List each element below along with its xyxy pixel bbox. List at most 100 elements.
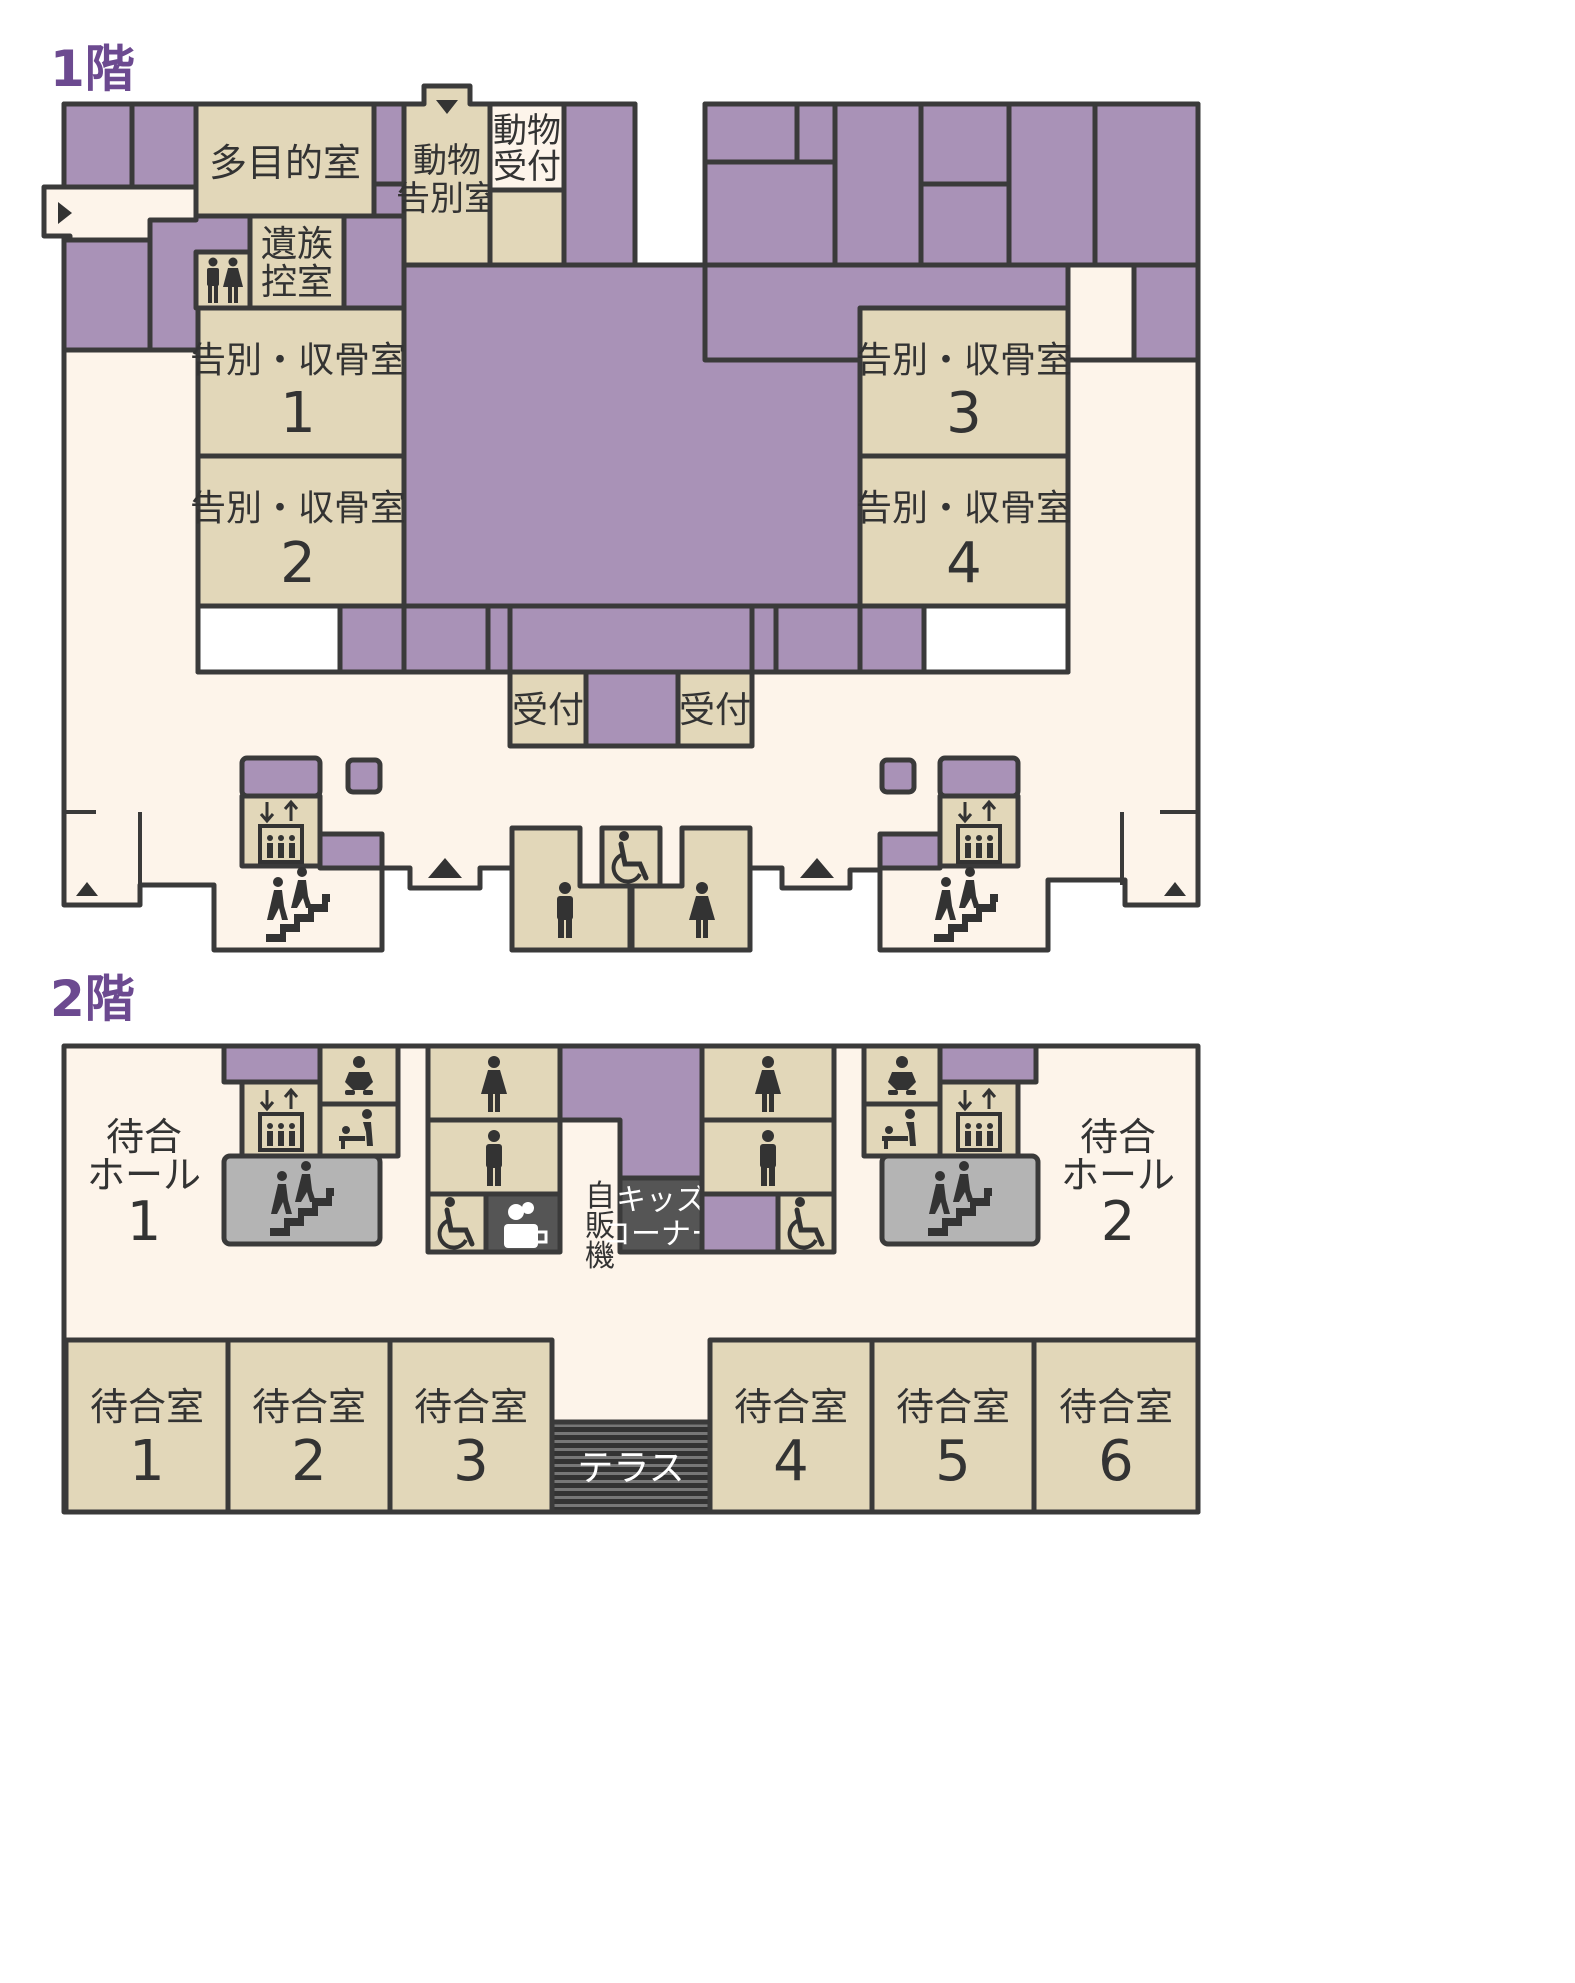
reception-center — [583, 669, 681, 749]
floor1-corridor — [61, 347, 1201, 953]
ceremony-room-3-number: 3 — [946, 381, 982, 446]
floor2-title: 2階 — [50, 970, 135, 1028]
room-f1-l2 — [345, 757, 383, 795]
room-f1-c — [61, 237, 153, 353]
room-f1-s4 — [507, 603, 755, 675]
entrance-arrow-icon — [428, 858, 462, 878]
hall-2-label-1: 待合 — [1080, 1115, 1156, 1159]
ceremony-room-1-number: 1 — [280, 381, 316, 446]
waiting-room-4-number: 4 — [773, 1429, 809, 1494]
room-f1-s2 — [401, 603, 491, 675]
floor1-title: 1階 — [50, 40, 135, 98]
room-f1-r2 — [794, 101, 838, 165]
room-f1-rr2 — [879, 757, 917, 795]
room-f1-s7 — [857, 603, 927, 675]
elevator-f1-right[interactable] — [937, 793, 1021, 869]
hall-1-number: 1 — [127, 1190, 161, 1253]
ceremony-room-2[interactable] — [195, 453, 407, 609]
animal-farewell-room[interactable] — [401, 83, 493, 268]
waiting-room-5[interactable] — [869, 1337, 1037, 1515]
reception-right[interactable] — [675, 669, 755, 749]
reception-left-label: 受付 — [512, 690, 584, 731]
ceremony-room-2-number: 2 — [280, 531, 316, 596]
waiting-room-3[interactable] — [387, 1337, 555, 1515]
room-f1-r1 — [702, 101, 800, 165]
waiting-room-3-number: 3 — [453, 1429, 489, 1494]
room-f1-h — [341, 213, 407, 311]
accessible-restroom-f2-right[interactable] — [775, 1191, 837, 1255]
room-f1-r5 — [918, 101, 1012, 187]
reception-right-label: 受付 — [679, 690, 751, 731]
room-f1-white-left — [195, 603, 343, 675]
room-f1-s3 — [485, 603, 513, 675]
restroom-women-f1[interactable] — [629, 825, 753, 953]
multipurpose-label: 多目的室 — [209, 141, 361, 185]
hall-2-number: 2 — [1101, 1190, 1135, 1253]
accessible-restroom-f2-left[interactable] — [425, 1191, 489, 1255]
ceremony-room-4[interactable] — [857, 453, 1071, 609]
kids-corner[interactable] — [617, 1175, 705, 1255]
ceremony-room-2-name: 告別・収骨室 — [190, 488, 406, 529]
kids-corner-label-1: キッズ — [616, 1183, 706, 1218]
room-f1-r9 — [1131, 262, 1201, 363]
ceremony-room-4-number: 4 — [946, 531, 982, 596]
entrance-arrow-icon — [800, 858, 834, 878]
hall-1-label-2: ホール — [87, 1153, 201, 1197]
vending-label-3: 機 — [585, 1239, 615, 1274]
animal-farewell-label-2: 告別室 — [396, 179, 498, 219]
ceremony-room-1[interactable] — [195, 305, 407, 459]
room-f1-l3 — [317, 831, 385, 871]
room-f1-rr1 — [937, 755, 1021, 799]
diaper-room-f2-left[interactable] — [317, 1101, 401, 1159]
restroom-f1[interactable] — [193, 249, 253, 311]
floor1-corridor-right — [1065, 262, 1137, 363]
room-f2-r1 — [937, 1043, 1039, 1085]
waiting-room-6-number: 6 — [1098, 1429, 1134, 1494]
room-f1-white-right — [921, 603, 1071, 675]
room-f2-purple-small — [699, 1191, 781, 1255]
waiting-room-3-name: 待合室 — [414, 1385, 528, 1429]
diaper-room-f2-right[interactable] — [861, 1101, 943, 1159]
room-f1-r4 — [832, 101, 924, 268]
ceremony-room-1-name: 告別・収骨室 — [190, 340, 406, 381]
waiting-room-5-name: 待合室 — [896, 1385, 1010, 1429]
hall-2-label-2: ホール — [1061, 1153, 1175, 1197]
room-f1-s5 — [749, 603, 779, 675]
room-f1-a — [61, 101, 135, 190]
room-f1-r6 — [918, 181, 1012, 268]
waiting-room-2-name: 待合室 — [252, 1385, 366, 1429]
multipurpose-room[interactable] — [193, 101, 377, 219]
waiting-room-1-number: 1 — [129, 1429, 165, 1494]
room-f1-g — [561, 101, 638, 268]
waiting-room-2-number: 2 — [291, 1429, 327, 1494]
animal-reception-label-2: 受付 — [493, 147, 561, 187]
entrance-arrow-icon — [436, 100, 458, 114]
room-f1-r8 — [1092, 101, 1201, 268]
room-f1-r3 — [702, 159, 838, 268]
room-f1-d — [371, 101, 407, 187]
waiting-room-1-name: 待合室 — [90, 1385, 204, 1429]
family-room-label-1: 遺族 — [261, 224, 333, 265]
waiting-room-6-name: 待合室 — [1059, 1385, 1173, 1429]
waiting-room-5-number: 5 — [935, 1429, 971, 1494]
entrance-arrow-icon — [1164, 882, 1186, 896]
elevator-f1-left[interactable] — [239, 793, 323, 869]
room-f1-s1 — [337, 603, 407, 675]
room-f2-l1 — [221, 1043, 323, 1085]
waiting-room-4-name: 待合室 — [734, 1385, 848, 1429]
room-f1-l1 — [239, 755, 323, 799]
waiting-room-4[interactable] — [707, 1337, 875, 1515]
animal-farewell-label-1: 動物 — [413, 141, 481, 181]
reception-left[interactable] — [507, 669, 589, 749]
accessible-restroom-f1[interactable] — [599, 825, 663, 889]
waiting-room-6[interactable] — [1031, 1337, 1201, 1515]
terrace-label: テラス — [577, 1448, 684, 1489]
ceremony-room-4-name: 告別・収骨室 — [856, 488, 1072, 529]
ceremony-room-3-name: 告別・収骨室 — [856, 340, 1072, 381]
animal-reception-label-1: 動物 — [493, 111, 561, 151]
room-f1-rr3 — [877, 831, 943, 871]
ceremony-room-3[interactable] — [857, 305, 1071, 459]
room-f1-f — [487, 187, 567, 268]
room-f1-r7 — [1006, 101, 1098, 268]
